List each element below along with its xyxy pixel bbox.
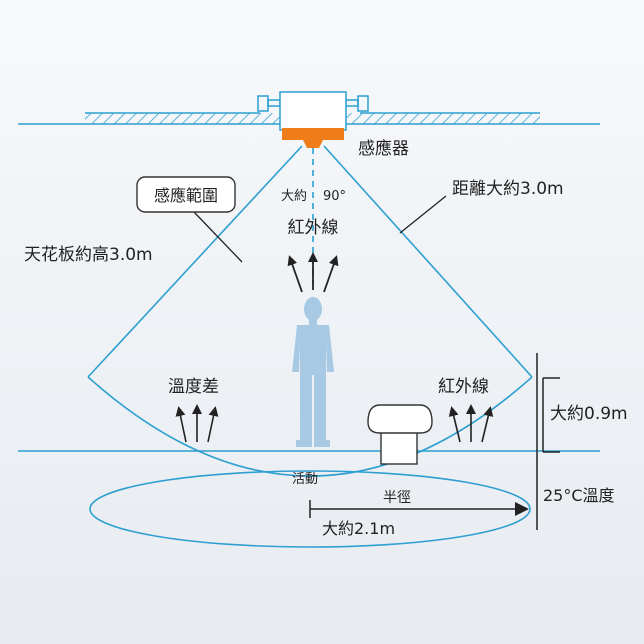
detection-range-callout: 感應範圍 (136, 176, 243, 263)
infrared-arrows-right (448, 404, 494, 443)
object-icon (367, 404, 433, 465)
person-icon (292, 297, 334, 447)
distance-label: 距離大約3.0m (452, 179, 564, 199)
ceiling-height-label: 天花板約高3.0m (24, 245, 153, 265)
sensor-label: 感應器 (358, 138, 409, 159)
temperature-difference-label: 溫度差 (168, 377, 219, 397)
angle-value-label: 90° (323, 189, 346, 204)
radius-label: 半徑 (383, 490, 411, 506)
sensor-device (257, 91, 369, 148)
infrared-arrows-top (287, 252, 339, 293)
activity-label: 活動 (292, 472, 318, 487)
object-height-label: 大約0.9m (550, 404, 628, 424)
temperature-arrows (175, 404, 219, 443)
detection-range-label: 感應範圍 (154, 186, 218, 205)
distance-leader (399, 195, 447, 234)
sensor-lens (303, 140, 323, 148)
infrared-top-label: 紅外線 (288, 218, 339, 238)
sensor-base (282, 128, 344, 140)
activity-area (89, 470, 531, 548)
height-measure (536, 353, 560, 530)
temperature-label: 25°C溫度 (543, 486, 615, 505)
radius-value-label: 大約2.1m (322, 519, 395, 538)
radius-arrow (309, 500, 529, 518)
infrared-right-label: 紅外線 (438, 377, 489, 397)
angle-prefix-label: 大約 (281, 189, 307, 204)
